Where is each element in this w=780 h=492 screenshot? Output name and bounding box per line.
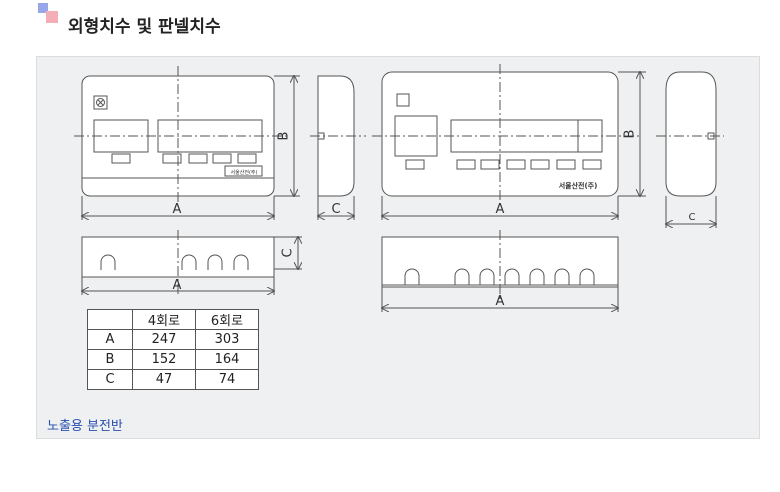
bottom-view-6 [382, 230, 618, 312]
table-cell: 164 [195, 349, 259, 370]
table-cell: 74 [195, 369, 259, 390]
front-view-6 [372, 64, 646, 220]
table-row: C 47 74 [87, 369, 259, 390]
side-view-4 [310, 75, 366, 220]
table-cell: 47 [132, 369, 196, 390]
indicator-icon-6 [396, 93, 410, 107]
table-cell: 247 [132, 329, 196, 350]
table-row: A 247 303 [87, 329, 259, 350]
table-cell: 303 [195, 329, 259, 350]
dim-label-a-6: A [496, 202, 505, 217]
table-cell: 152 [132, 349, 196, 370]
brand-text-large: 서울산전(주) [559, 181, 598, 190]
section-heading: 외형치수 및 판넬치수 [38, 0, 758, 44]
bottom-view-4 [82, 230, 302, 296]
table-row-label: A [87, 329, 133, 350]
dim-label-c-bottom: C [281, 248, 296, 257]
indicator-icon [93, 95, 108, 110]
heading-decor-icon-accent [46, 11, 58, 23]
table-header-row: 4회로 6회로 [87, 309, 259, 330]
brand-text-small: 서울산전(주) [231, 169, 258, 176]
dim-label-b: B [277, 132, 292, 141]
table-header-cell [87, 309, 133, 330]
section-title: 외형치수 및 판넬치수 [68, 17, 221, 37]
table-row-label: B [87, 349, 133, 370]
dim-label-a-bottom: A [173, 278, 182, 293]
dim-label-a-6-bottom: A [496, 294, 505, 309]
dim-label-a: A [173, 202, 182, 217]
caption-link[interactable]: 노출용 분전반 [47, 419, 123, 434]
heading-decor-icon [38, 3, 48, 13]
side-view-6 [656, 71, 724, 228]
dim-label-c-6: C [689, 212, 696, 223]
table-row: B 152 164 [87, 349, 259, 370]
dim-label-c-side: C [331, 202, 340, 217]
table-header-cell: 6회로 [195, 309, 259, 330]
table-header-cell: 4회로 [132, 309, 196, 330]
table-row-label: C [87, 369, 133, 390]
front-view-4 [74, 66, 300, 220]
dimension-table: 4회로 6회로 A 247 303 B 152 164 C 47 74 [87, 309, 259, 390]
dim-label-b-6: B [623, 130, 638, 139]
brand-plate-small [224, 165, 263, 177]
